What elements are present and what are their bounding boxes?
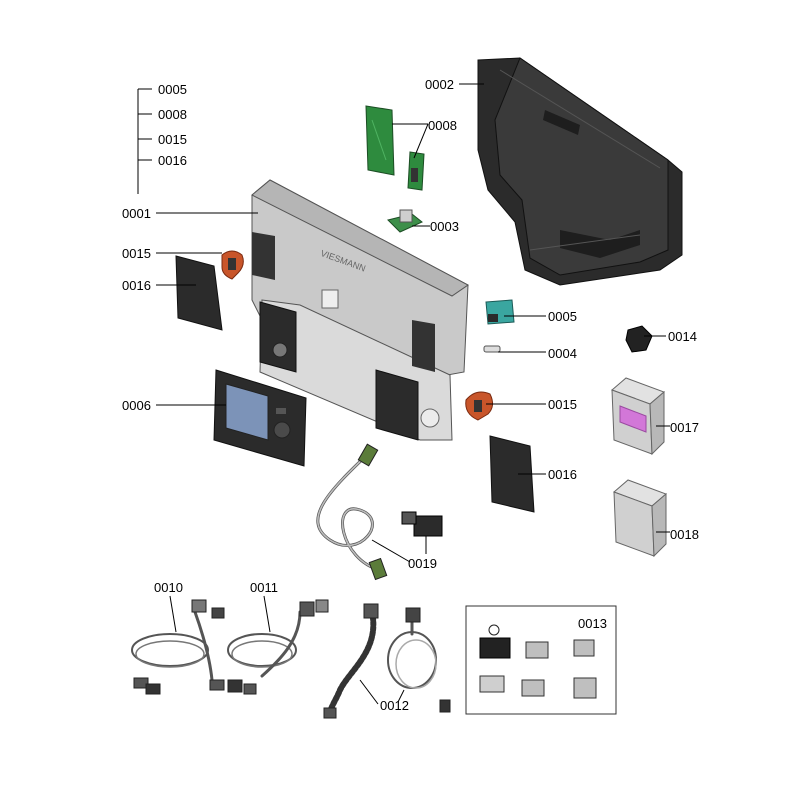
label-0015: 0015 [158, 132, 187, 147]
plug-set-part [465, 605, 617, 715]
cable-clip-right-part [465, 391, 494, 421]
extension-module-2-part [613, 479, 667, 558]
label-0016-left: 0016 [122, 278, 151, 293]
display-module-part [213, 369, 307, 467]
label-0013: 0013 [578, 616, 607, 631]
label-0010: 0010 [154, 580, 183, 595]
label-0005: 0005 [158, 82, 187, 97]
cable-harness-0011-part [227, 599, 329, 695]
cable-clip-left-part [221, 250, 244, 280]
label-0018: 0018 [670, 527, 699, 542]
label-0015-left: 0015 [122, 246, 151, 261]
label-0005-right: 0005 [548, 309, 577, 324]
strain-relief-part [625, 325, 653, 353]
label-0004: 0004 [548, 346, 577, 361]
label-0015-right: 0015 [548, 397, 577, 412]
label-0006: 0006 [122, 398, 151, 413]
label-0016-right: 0016 [548, 467, 577, 482]
label-0016: 0016 [158, 153, 187, 168]
label-0012: 0012 [380, 698, 409, 713]
label-0011: 0011 [250, 580, 278, 595]
plug-connector-part [401, 511, 443, 537]
extension-module-part [611, 377, 665, 456]
label-0019: 0019 [408, 556, 437, 571]
circuit-board-part [365, 105, 425, 191]
teal-connector-part [485, 299, 515, 325]
part-labels: 0005 0008 0015 0016 0001 0015 0016 0006 … [122, 77, 699, 713]
fuse-part [483, 345, 501, 353]
label-0014: 0014 [668, 329, 697, 344]
label-0017: 0017 [670, 420, 699, 435]
label-0003: 0003 [430, 219, 459, 234]
terminal-cover-left-part [175, 255, 223, 331]
cable-harness-0010-part [131, 599, 225, 695]
leader-lines [137, 83, 670, 705]
terminal-cover-right-part [489, 435, 535, 513]
label-0001: 0001 [122, 206, 151, 221]
back-cover-part [477, 57, 683, 286]
label-0008-top: 0008 [428, 118, 457, 133]
connector-board-part [387, 209, 423, 233]
label-0002: 0002 [425, 77, 454, 92]
lan-cable-part [316, 443, 388, 581]
label-0008: 0008 [158, 107, 187, 122]
cable-harness-0012-part [323, 603, 451, 719]
main-housing-part: VIESMANN [251, 179, 469, 441]
